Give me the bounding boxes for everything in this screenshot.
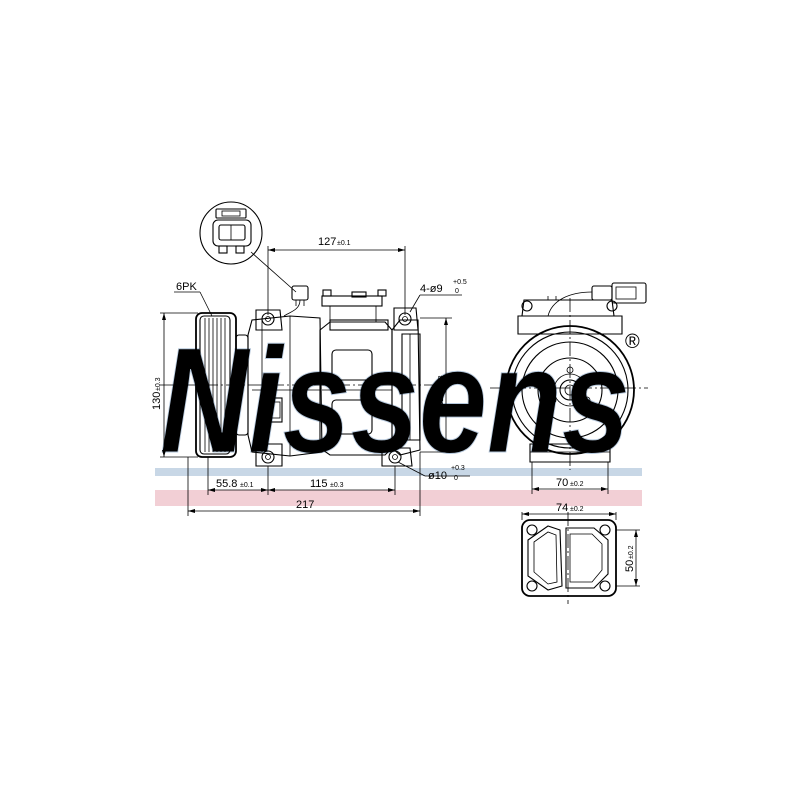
side-view [160, 285, 452, 467]
dim-130-tol: ±0.3 [155, 377, 162, 391]
mount-holes-tol-minus: 0 [455, 288, 459, 295]
dim-55-8-value: 55.8 [216, 478, 237, 490]
watermark: Nissens ® [155, 316, 642, 506]
dim-115-value: 115 [310, 478, 328, 490]
label-mount-holes: 4-ø9 +0.5 0 [409, 279, 467, 313]
dim-128-value: 128 [434, 390, 446, 408]
dim-217-value: 217 [296, 499, 314, 511]
wire-connector [283, 285, 309, 317]
hole-bottom-value: ø10 [428, 470, 447, 482]
watermark-red-band [155, 490, 642, 506]
rear-housing [381, 307, 421, 467]
dimension-70: 70 ±0.2 [531, 462, 609, 494]
mount-holes-value: 4-ø9 [420, 283, 443, 295]
label-hole-bottom: ø10 +0.3 0 [397, 461, 470, 482]
dim-74-value: 74 [556, 502, 568, 514]
front-bottom-mount [529, 443, 611, 463]
dim-50-value: 50 [624, 560, 636, 572]
front-view [490, 282, 648, 470]
watermark-logo-text: Nissens [160, 316, 630, 484]
dim-50-tol: ±0.2 [628, 545, 635, 559]
dim-74-tol: ±0.2 [570, 506, 584, 513]
dim-127-value: 127 [318, 236, 336, 248]
watermark-blue-band [155, 468, 642, 476]
dimension-115: 115 ±0.3 [268, 466, 396, 495]
front-housing [247, 315, 323, 457]
dim-128-tol: ±0.3 [438, 375, 445, 389]
dimension-74: 74 ±0.2 [521, 502, 617, 520]
dimension-55-8: 55.8 ±0.1 [207, 457, 269, 495]
dimension-130: 130 ±0.3 [151, 312, 198, 458]
dim-130-value: 130 [151, 392, 163, 410]
front-wire-connector [547, 282, 647, 317]
belt-type: 6PK [176, 281, 197, 293]
dimension-127: 127 ±0.1 [267, 236, 406, 315]
front-mount-lug [255, 309, 283, 467]
dimension-217: 217 [187, 452, 421, 516]
clutch-plate [505, 325, 635, 455]
dimension-128: 128 ±0.3 [420, 317, 452, 453]
dim-115-tol: ±0.3 [330, 482, 344, 489]
label-belt: 6PK [174, 281, 213, 317]
dim-127-tol: ±0.1 [337, 240, 351, 247]
hole-bottom-tol-plus: +0.3 [451, 465, 465, 472]
watermark-registered-mark: ® [625, 331, 640, 353]
dimension-50: 50 ±0.2 [616, 529, 640, 587]
connector-detail-view [199, 201, 297, 293]
dim-55-8-tol: ±0.1 [240, 482, 254, 489]
mount-holes-tol-plus: +0.5 [453, 279, 467, 286]
port-view [521, 512, 617, 604]
dim-70-tol: ±0.2 [570, 481, 584, 488]
pulley [195, 312, 249, 458]
dim-70-value: 70 [556, 477, 568, 489]
top-fittings [322, 289, 387, 298]
hole-bottom-tol-minus: 0 [454, 475, 458, 482]
